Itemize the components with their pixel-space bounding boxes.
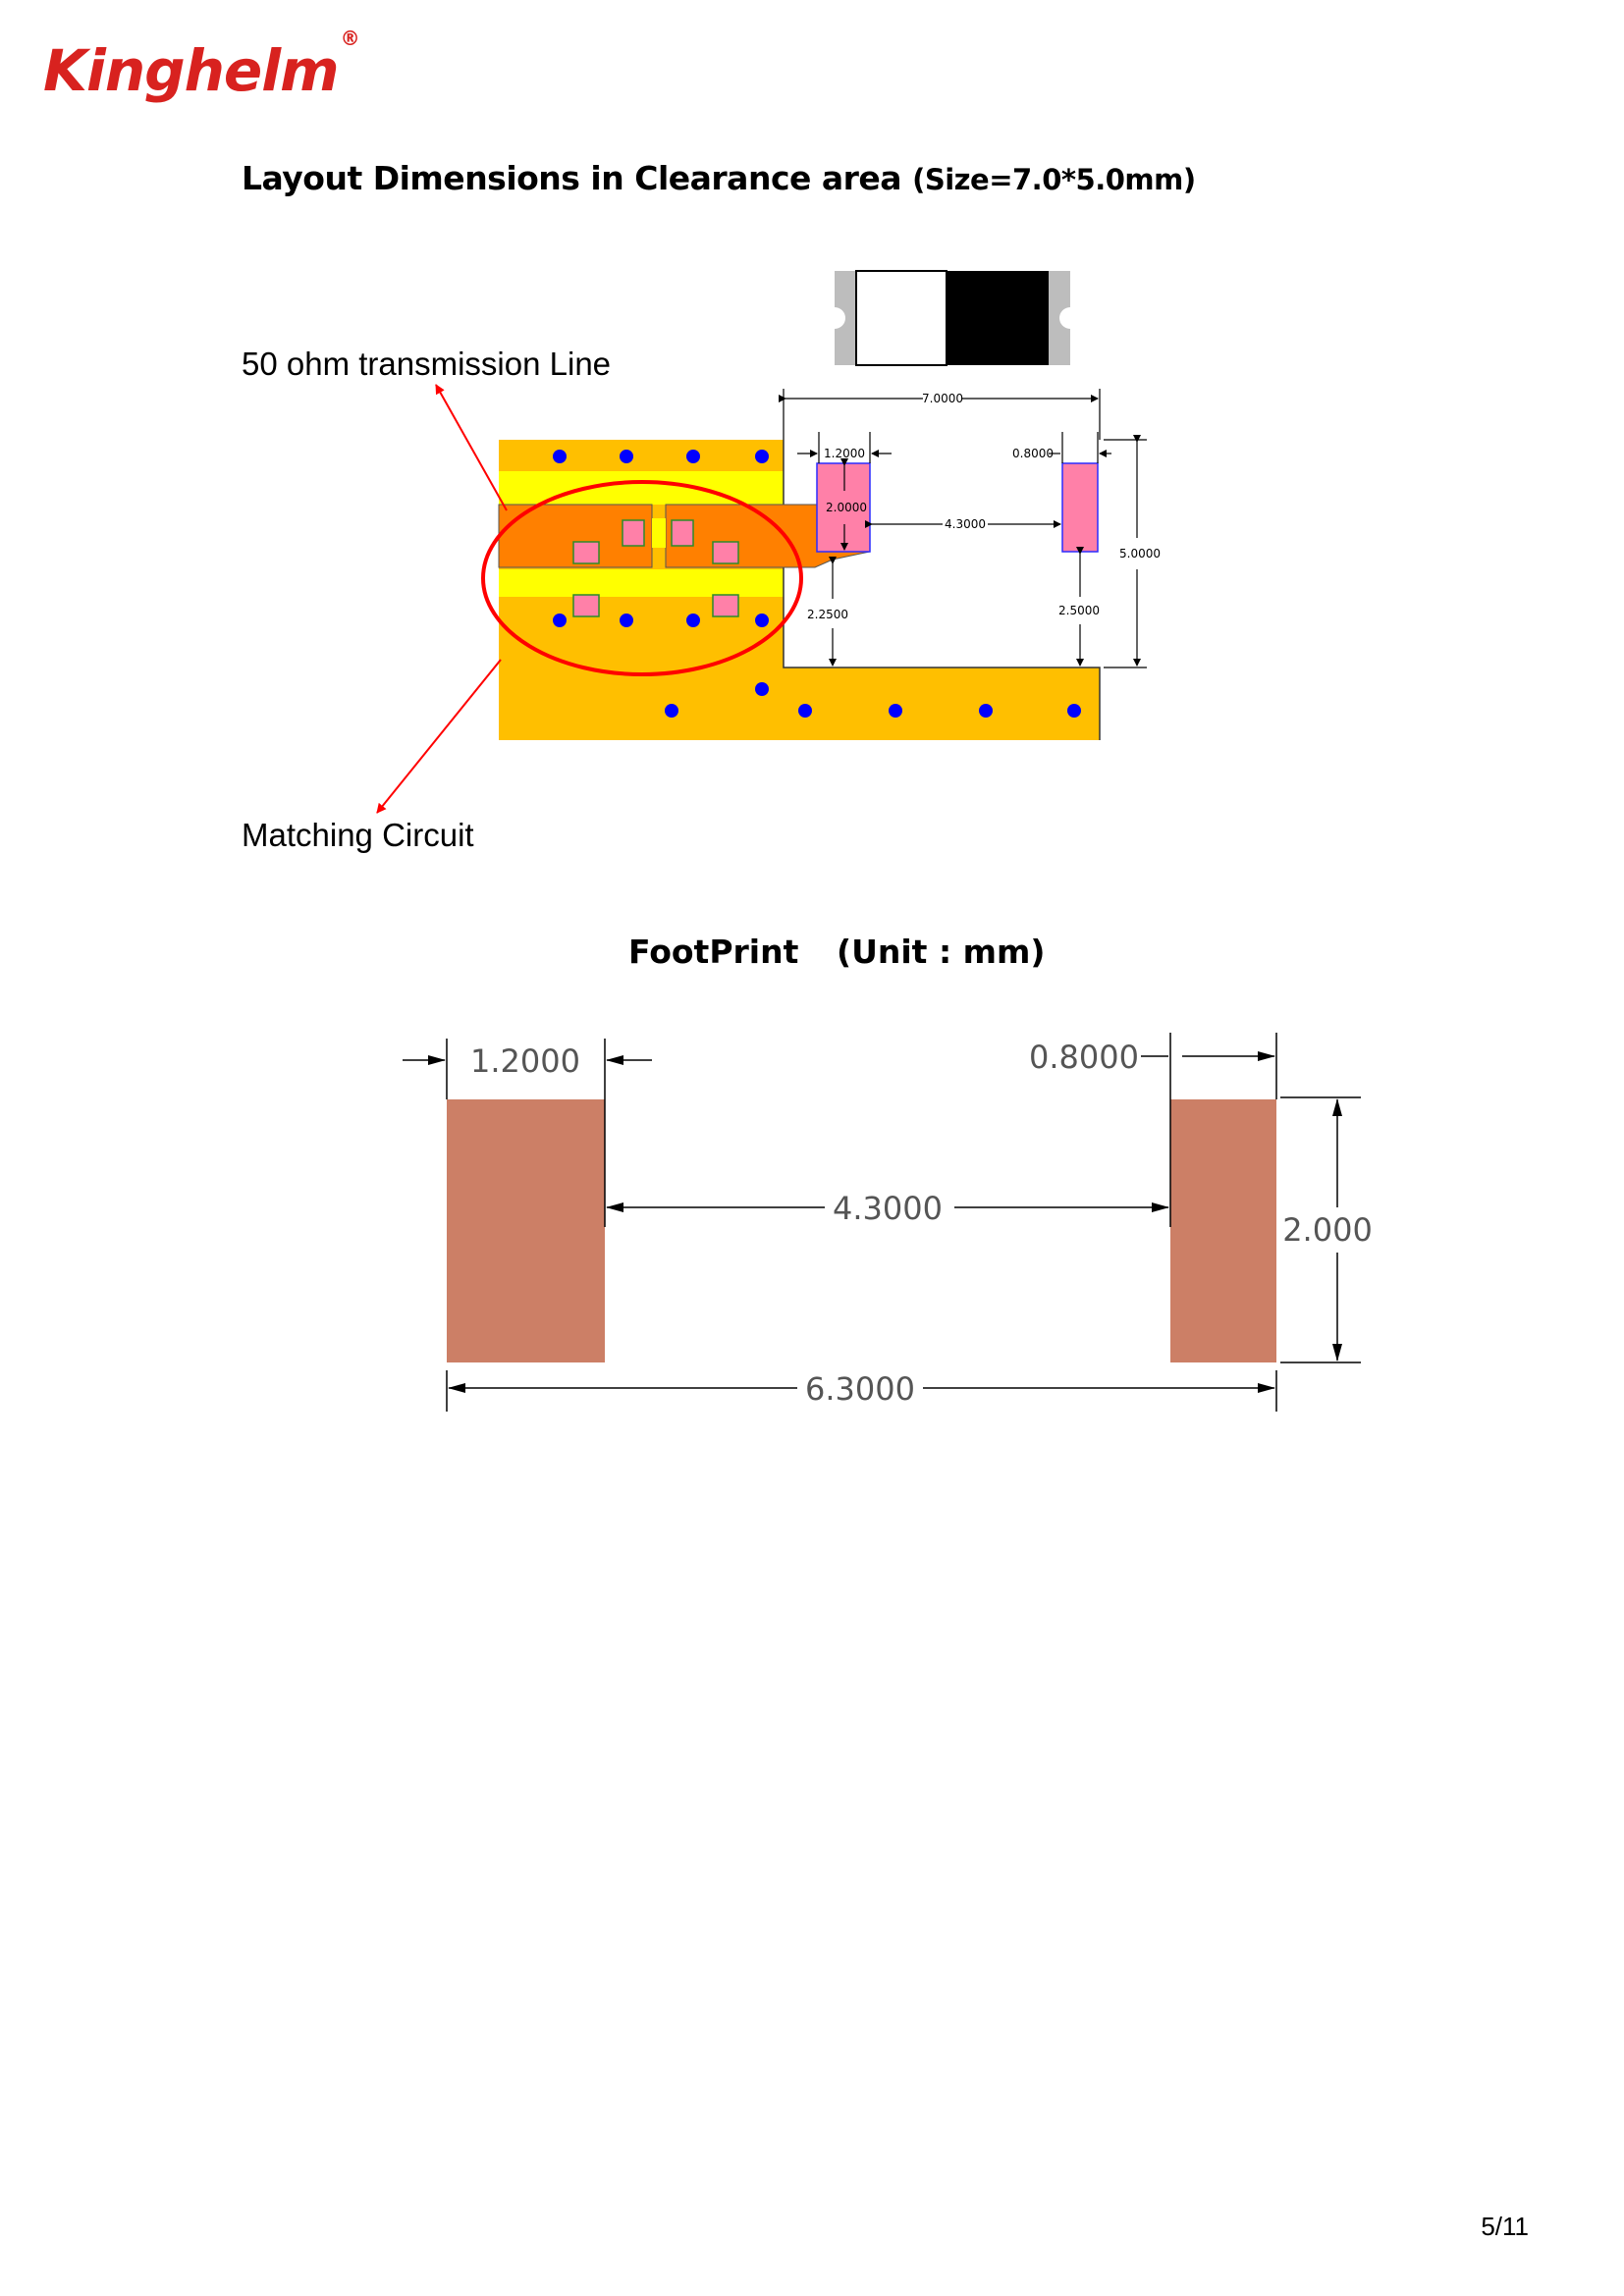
layout-title-main: Layout Dimensions in Clearance area	[242, 159, 902, 197]
antenna-pad-right	[1061, 462, 1099, 553]
fp-dim-total: 6.3000	[805, 1370, 915, 1408]
matching-circuit-highlight	[481, 480, 803, 676]
transmission-line-trace	[498, 504, 653, 568]
matching-pads	[572, 519, 739, 617]
footprint-unit: (Unit : mm)	[837, 933, 1046, 971]
keepout-strip-bottom	[499, 569, 784, 597]
dim-left-clear: 2.2500	[807, 608, 848, 621]
footprint-pad-right	[1170, 1099, 1276, 1362]
label-transmission-line: 50 ohm transmission Line	[242, 346, 612, 382]
dim-pad-height: 2.0000	[826, 501, 867, 514]
brand-text: Kinghelm	[43, 37, 340, 104]
ground-plane-bottom	[499, 667, 1100, 740]
ground-vias	[553, 450, 1081, 718]
dim-width: 7.0000	[922, 392, 963, 405]
dim-pad-gap: 4.3000	[945, 517, 986, 531]
dim-right-clear: 2.5000	[1058, 604, 1100, 617]
footprint-pad-left	[447, 1099, 605, 1362]
footprint-diagram: 1.2000 0.8000 4.3000 2.000 6.3000	[403, 1033, 1373, 1412]
footprint-title: FootPrint	[628, 933, 799, 971]
dim-height: 5.0000	[1119, 547, 1161, 561]
fp-dim-height: 2.000	[1282, 1211, 1373, 1249]
fp-dim-right-pad: 0.8000	[1029, 1039, 1139, 1076]
layout-diagram: 7.0000 1.2000 0.8000 2.0000 4.3000 5.000…	[376, 270, 1161, 814]
layout-title: Layout Dimensions in Clearance area (Siz…	[242, 159, 1196, 197]
fp-dim-gap: 4.3000	[833, 1190, 943, 1227]
label-matching-circuit: Matching Circuit	[242, 817, 474, 853]
dim-left-pad: 1.2000	[824, 447, 865, 460]
page-number: 5/11	[1481, 2212, 1529, 2241]
layout-title-size: (Size=7.0*5.0mm)	[912, 163, 1196, 196]
antenna-pad-left	[816, 462, 871, 553]
kinghelm-logo: Kinghelm®	[43, 27, 360, 104]
chip-antenna-image	[824, 270, 1081, 366]
keepout-strip-top	[499, 471, 784, 505]
dim-right-pad: 0.8000	[1012, 447, 1054, 460]
fp-dim-left-pad: 1.2000	[470, 1042, 580, 1080]
registered-mark: ®	[340, 26, 360, 50]
